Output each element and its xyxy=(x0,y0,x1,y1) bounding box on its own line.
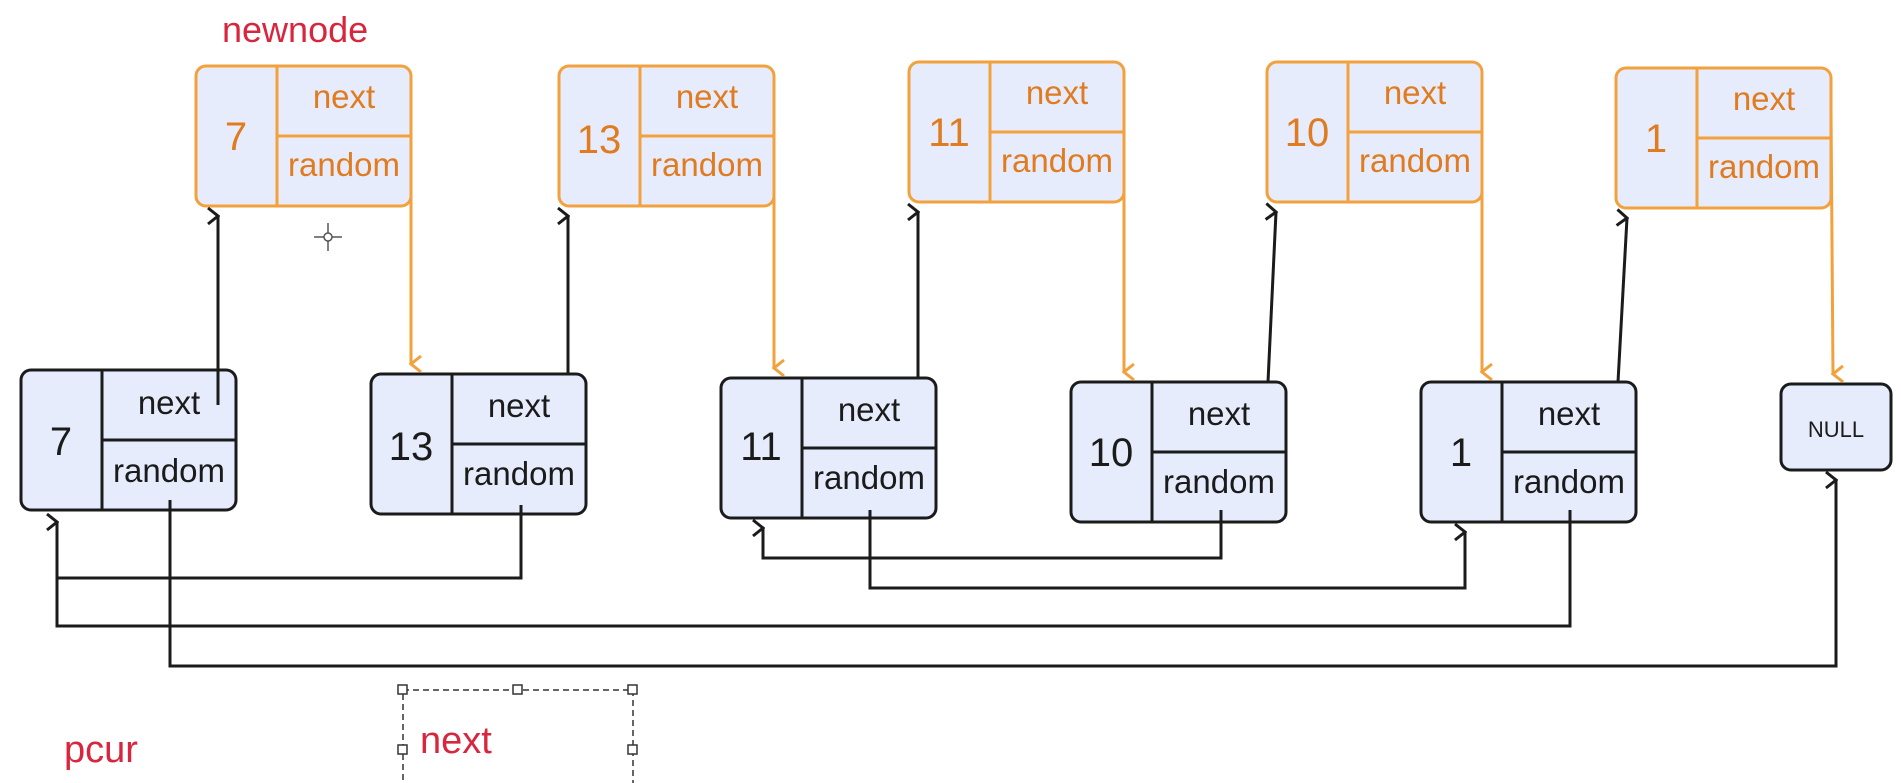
random-arrow-13-to-7 xyxy=(57,505,523,580)
orig-node-next-field: next xyxy=(488,387,550,424)
orig-node-10: 10 next random xyxy=(1069,380,1288,524)
orig-node-value: 1 xyxy=(1450,431,1472,475)
pcur-label: pcur xyxy=(64,729,138,771)
selected-textbox[interactable]: next xyxy=(397,684,638,783)
crosshair-cursor-icon xyxy=(314,223,342,251)
new-node-next-field: next xyxy=(1384,74,1446,111)
new-node-value: 1 xyxy=(1645,117,1667,161)
new-node-next-field: next xyxy=(313,78,375,115)
orig-node-random-field: random xyxy=(113,452,225,489)
new-node-next-field: next xyxy=(1733,80,1795,117)
newnode-label: newnode xyxy=(222,9,368,50)
orig-node-value: 11 xyxy=(740,425,782,469)
random-arrow-1-to-7 xyxy=(55,510,1572,628)
orig-node-random-field: random xyxy=(1163,463,1275,500)
orig-node-random-field: random xyxy=(1513,463,1625,500)
orig-node-1: 1 next random xyxy=(1419,380,1638,524)
new-node-random-field: random xyxy=(651,146,763,183)
resize-handle[interactable] xyxy=(627,684,638,695)
orig-node-next-field: next xyxy=(1538,395,1600,432)
random-arrow-11-to-1 xyxy=(868,510,1465,590)
new-node-next-field: next xyxy=(1026,74,1088,111)
new-node-random-field: random xyxy=(1359,142,1471,179)
resize-handle[interactable] xyxy=(397,744,408,755)
new-node-10: 10 next random xyxy=(1265,60,1484,204)
new-node-value: 7 xyxy=(225,115,247,159)
new-node-next-field: next xyxy=(676,78,738,115)
random-arrow-7-to-null xyxy=(168,480,1836,668)
next-arrow-orig-to-new xyxy=(1618,218,1627,383)
new-node-random-field: random xyxy=(288,146,400,183)
new-node-13: 13 next random xyxy=(557,64,776,208)
orig-node-13: 13 next random xyxy=(369,372,588,516)
orig-node-next-field: next xyxy=(138,384,200,421)
new-node-1: 1 next random xyxy=(1614,66,1833,210)
orig-node-value: 7 xyxy=(50,420,72,464)
null-label: NULL xyxy=(1808,417,1864,442)
null-node: NULL xyxy=(1779,382,1893,472)
new-node-11: 11 next random xyxy=(907,60,1126,204)
next-arrow-orig-to-new xyxy=(1268,212,1276,383)
resize-handle[interactable] xyxy=(397,684,408,695)
orig-node-7: 7 next random xyxy=(19,368,238,512)
orig-node-next-field: next xyxy=(838,391,900,428)
orig-node-random-field: random xyxy=(813,459,925,496)
new-node-value: 10 xyxy=(1285,111,1330,155)
new-node-random-field: random xyxy=(1001,142,1113,179)
resize-handle[interactable] xyxy=(627,744,638,755)
new-node-7: 7 next random xyxy=(194,64,413,208)
orig-node-value: 13 xyxy=(389,425,434,469)
new-node-value: 11 xyxy=(928,111,970,155)
selection-text: next xyxy=(420,720,492,762)
orig-node-random-field: random xyxy=(463,455,575,492)
new-node-random-field: random xyxy=(1708,148,1820,185)
orig-node-next-field: next xyxy=(1188,395,1250,432)
new-node-value: 13 xyxy=(577,118,622,162)
orig-node-11: 11 next random xyxy=(719,376,938,520)
orig-node-value: 10 xyxy=(1089,431,1134,475)
resize-handle[interactable] xyxy=(512,684,523,695)
next-arrow-new-to-null xyxy=(1829,109,1833,374)
random-arrow-10-to-11 xyxy=(763,510,1223,560)
